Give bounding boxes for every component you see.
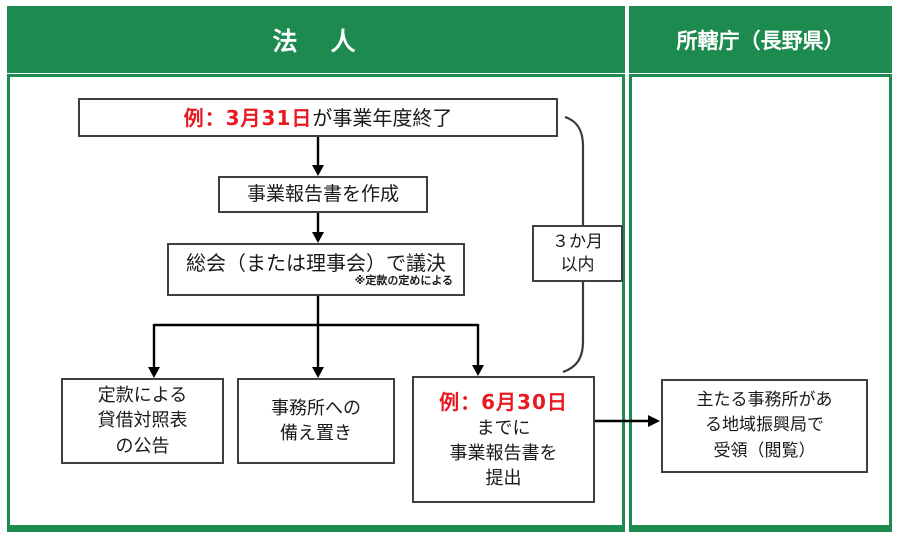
box-resolution: 総会（または理事会）で議決 ※定款の定めによる	[167, 243, 465, 296]
box-balance-sheet-notice: 定款による 貸借対照表 の公告	[61, 378, 224, 464]
box-fiscal-year-end-date: 例：3月31日	[183, 105, 313, 130]
receipt-line1: 主たる事務所があ	[696, 389, 833, 410]
box-submit-line3: 提出	[485, 468, 522, 490]
receipt-line2: る地域振興局で	[705, 415, 824, 436]
box-fiscal-year-end-text: が事業年度終了	[312, 105, 453, 130]
header-corporation-label: 法 人	[272, 26, 360, 56]
box-office-line2: 備え置き	[280, 423, 352, 444]
header-corporation: 法 人	[7, 6, 625, 73]
box-office-keeping: 事務所への 備え置き	[237, 378, 395, 464]
box-balance-line2: 貸借対照表	[97, 410, 188, 432]
header-authority-label: 所轄庁（長野県）	[676, 28, 845, 53]
box-submit-line2: 事業報告書を	[449, 442, 558, 464]
box-create-report-text: 事業報告書を作成	[246, 183, 399, 206]
box-submit-date: 例：6月30日	[439, 389, 568, 414]
box-resolution-text: 総会（または理事会）で議決	[186, 250, 446, 275]
box-create-report: 事業報告書を作成	[218, 176, 428, 213]
box-balance-line3: の公告	[115, 435, 170, 457]
three-months-line2: 以内	[560, 254, 595, 275]
box-office-line1: 事務所への	[271, 397, 361, 419]
box-submit-line1: までに	[476, 417, 531, 439]
box-three-months-limit: ３か月 以内	[532, 225, 623, 282]
three-months-line1: ３か月	[552, 231, 603, 252]
box-submit-report: 例：6月30日 までに 事業報告書を 提出	[412, 376, 595, 503]
receipt-line3: 受領（閲覧）	[713, 440, 816, 461]
box-fiscal-year-end: 例：3月31日 が事業年度終了	[78, 98, 558, 137]
box-receipt-viewing: 主たる事務所があ る地域振興局で 受領（閲覧）	[661, 379, 868, 473]
box-balance-line1: 定款による	[97, 385, 188, 407]
header-authority-nagano: 所轄庁（長野県）	[629, 6, 892, 73]
box-resolution-note: ※定款の定めによる	[354, 273, 453, 287]
